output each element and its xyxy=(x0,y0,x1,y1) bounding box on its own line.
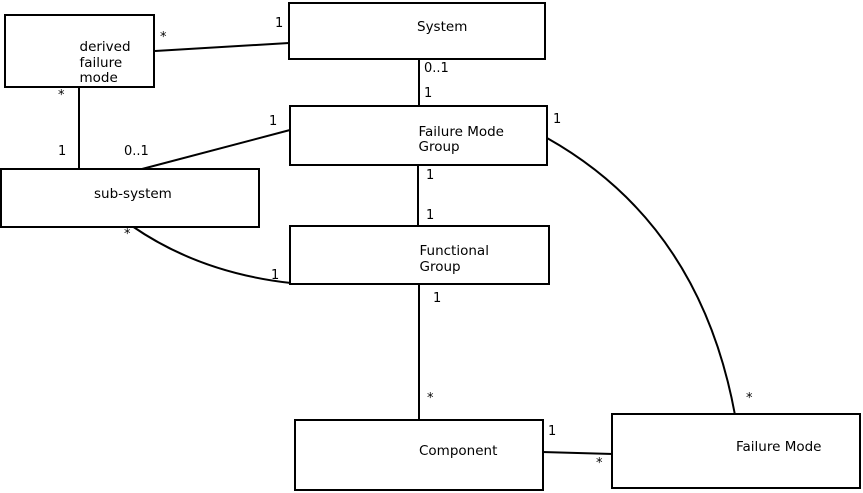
multiplicity-label-sub-system-end: 0..1 xyxy=(124,144,149,159)
class-label-derived-failure-mode: derived failure mode xyxy=(79,39,131,86)
multiplicity-label-failure-mode-group-end: 1 xyxy=(424,86,433,101)
class-label-functional-group: Functional Group xyxy=(419,243,489,275)
multiplicity-label-functional-group-end: 1 xyxy=(426,208,435,223)
association-line-component-failure-mode xyxy=(541,451,614,455)
multiplicity-label-failure-mode-end: * xyxy=(746,391,753,406)
multiplicity-label-sub-system-end: * xyxy=(124,227,131,242)
class-box-component: Component xyxy=(294,419,544,491)
class-box-derived-failure-mode: derived failure mode xyxy=(4,14,155,88)
association-line-failure-mode-group-failure-mode xyxy=(546,137,736,416)
class-box-functional-group: Functional Group xyxy=(289,225,550,285)
multiplicity-label-sub-system-end: 1 xyxy=(58,144,67,159)
class-box-failure-mode: Failure Mode xyxy=(611,413,861,489)
class-label-system: System xyxy=(417,19,468,35)
class-label-sub-system: sub-system xyxy=(94,186,172,202)
association-line-derived-failure-mode-system xyxy=(154,42,290,52)
multiplicity-label-system-end: 1 xyxy=(275,16,284,31)
multiplicity-label-functional-group-end: 1 xyxy=(433,291,442,306)
class-label-failure-mode: Failure Mode xyxy=(736,439,822,455)
multiplicity-label-system-end: 0..1 xyxy=(424,61,449,76)
class-label-component: Component xyxy=(419,443,498,459)
multiplicity-label-failure-mode-group-end: 1 xyxy=(269,114,278,129)
multiplicity-label-functional-group-end: 1 xyxy=(271,268,280,283)
multiplicity-label-failure-mode-group-end: 1 xyxy=(426,168,435,183)
multiplicity-label-failure-mode-group-end: 1 xyxy=(553,112,562,127)
multiplicity-label-component-end: * xyxy=(427,391,434,406)
multiplicity-label-derived-failure-mode-end: * xyxy=(58,88,65,103)
class-label-failure-mode-group: Failure Mode Group xyxy=(418,123,505,155)
multiplicity-label-failure-mode-end: * xyxy=(596,456,603,471)
multiplicity-label-component-end: 1 xyxy=(548,424,557,439)
class-box-system: System xyxy=(288,2,546,60)
class-box-sub-system: sub-system xyxy=(0,168,260,228)
association-line-sub-system-functional-group xyxy=(131,225,292,284)
multiplicity-label-derived-failure-mode-end: * xyxy=(160,30,167,45)
association-line-failure-mode-group-sub-system xyxy=(141,129,291,170)
class-box-failure-mode-group: Failure Mode Group xyxy=(289,105,548,166)
